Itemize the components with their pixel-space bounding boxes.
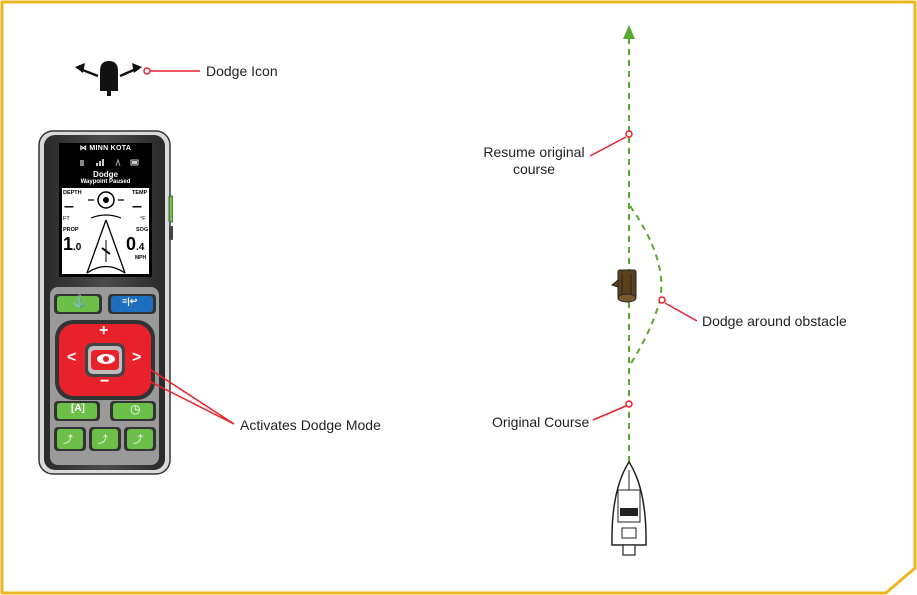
brand-name: MINN KOTA	[89, 145, 132, 152]
right-button[interactable]: >	[132, 349, 141, 367]
sog-label: SOG	[136, 227, 149, 233]
brand-logo: ⋈ MINN KOTA	[59, 144, 152, 152]
depth-value: ---	[64, 199, 74, 213]
back-icon: ↩	[129, 296, 138, 306]
speedometer-icon: ◷	[130, 402, 141, 416]
recording-2-button[interactable]: ⤴	[98, 431, 108, 446]
resume-course-label: Resume original course	[478, 144, 590, 178]
original-course-label: Original Course	[492, 414, 590, 430]
prop-value: 1.0	[63, 234, 81, 255]
path-icon: ⤴	[133, 435, 143, 446]
lower-buttons	[54, 401, 156, 451]
minus-button[interactable]: −	[100, 373, 109, 391]
prop-label: PROP	[63, 227, 79, 233]
sog-value: 0.4	[126, 234, 144, 255]
menu-back-button[interactable]: ≡|↩	[122, 296, 137, 307]
anchor-icon: ⚓	[72, 294, 87, 308]
sog-unit: MPH	[135, 255, 147, 261]
brand-logo-mark: ⋈	[79, 145, 90, 152]
top-button-row	[54, 294, 156, 314]
sog-value-dec: .4	[136, 242, 145, 253]
divider: |	[127, 296, 130, 306]
recording-3-button[interactable]: ⤴	[133, 431, 143, 446]
temp-label: TEMP	[132, 190, 148, 196]
dodge-leader	[664, 302, 698, 322]
remote-control: ⋈ MINN KOTA Dodge Waypoint Paused DEPTH …	[38, 130, 173, 475]
path-icon: ⤴	[98, 435, 108, 446]
chevron-left-icon: <	[67, 349, 77, 366]
path-icon: ⤴	[63, 435, 73, 446]
depth-label: DEPTH	[63, 190, 82, 196]
anchor-button[interactable]: ⚓	[72, 294, 87, 308]
log-obstacle-icon	[610, 269, 637, 303]
dodge-icon	[75, 61, 142, 96]
prop-value-dec: .0	[73, 242, 82, 253]
resume-leader	[589, 136, 627, 157]
autopilot-button[interactable]: [A]	[71, 403, 85, 414]
activates-dodge-mode-label: Activates Dodge Mode	[240, 417, 381, 433]
dodge-icon-label: Dodge Icon	[206, 63, 278, 79]
resume-line-2: course	[512, 161, 556, 177]
prop-value-main: 1	[63, 234, 74, 254]
screen-status: Waypoint Paused	[80, 179, 131, 185]
temp-unit: °F	[140, 216, 146, 222]
sog-value-main: 0	[126, 234, 137, 254]
original-leader	[592, 405, 627, 421]
depth-unit: FT	[63, 216, 70, 222]
menu-icon: ≡	[122, 296, 128, 306]
course-arrow-icon	[623, 25, 635, 39]
autopilot-icon: [A]	[71, 403, 85, 414]
plus-icon: +	[99, 322, 109, 339]
chevron-right-icon: >	[132, 349, 142, 366]
motor-graphic	[86, 191, 126, 274]
boat-icon	[611, 460, 647, 556]
dodge-around-obstacle-label: Dodge around obstacle	[702, 313, 847, 329]
resume-line-1: Resume original	[483, 144, 585, 160]
cruise-control-button[interactable]: ◷	[130, 402, 140, 416]
recording-1-button[interactable]: ⤴	[63, 431, 73, 446]
plus-button[interactable]: +	[99, 322, 108, 340]
screen-title: Dodge	[93, 170, 118, 179]
left-button[interactable]: <	[67, 349, 76, 367]
temp-value: ---	[132, 199, 142, 213]
minus-icon: −	[100, 373, 110, 390]
status-icons	[80, 158, 139, 167]
dodge-button[interactable]	[93, 352, 119, 366]
